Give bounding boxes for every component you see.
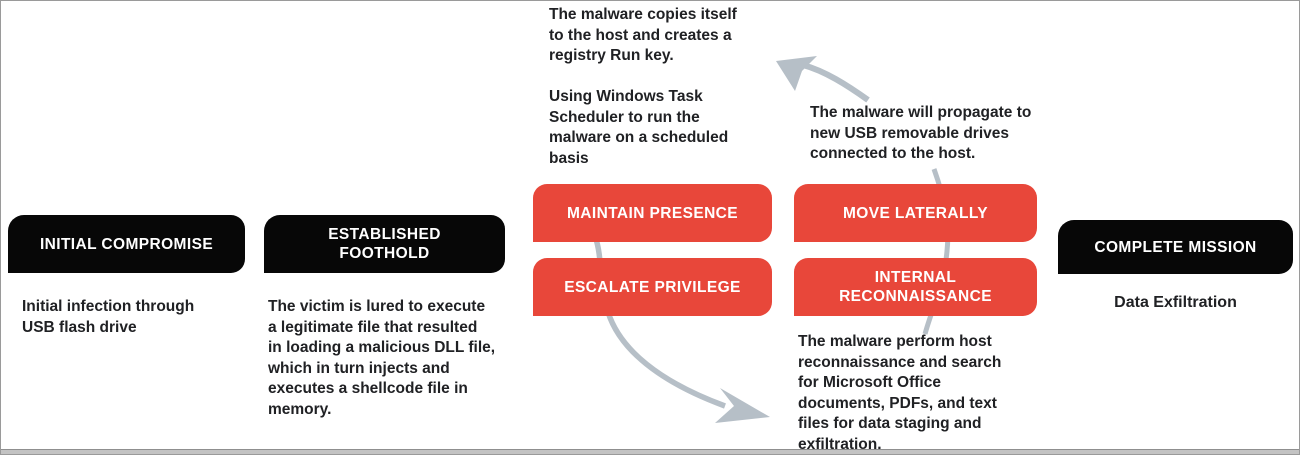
stage-maintain-presence: MAINTAIN PRESENCE <box>533 184 772 242</box>
stage-complete-mission: COMPLETE MISSION <box>1058 220 1293 274</box>
stage-escalate-privilege: ESCALATE PRIVILEGE <box>533 258 772 316</box>
stage-label: INTERNAL RECONNAISSANCE <box>839 269 992 305</box>
stage-label: MAINTAIN PRESENCE <box>567 204 738 222</box>
stage-label: COMPLETE MISSION <box>1094 238 1257 256</box>
initial-compromise-description: Initial infection through USB flash driv… <box>22 298 195 336</box>
stage-established-foothold: ESTABLISHED FOOTHOLD <box>264 215 505 273</box>
stage-label: ESCALATE PRIVILEGE <box>564 278 741 296</box>
stage-move-laterally: MOVE LATERALLY <box>794 184 1037 242</box>
established-foothold-description: The victim is lured to execute a legitim… <box>268 298 496 418</box>
stage-label: MOVE LATERALLY <box>842 204 989 222</box>
stage-label: ESTABLISHED FOOTHOLD <box>328 226 441 262</box>
move-laterally-description: The malware will propagate to new USB re… <box>810 104 1032 162</box>
stage-initial-compromise: INITIAL COMPROMISE <box>8 215 245 273</box>
cycle-return-arrow-up-left <box>776 56 870 103</box>
complete-mission-description: Data Exfiltration <box>1114 294 1237 311</box>
stage-label: INITIAL COMPROMISE <box>39 235 214 253</box>
window-bottom-border <box>1 449 1299 454</box>
internal-reconnaissance-description: The malware perform host reconnaissance … <box>798 333 1002 453</box>
maintain-presence-description: The malware copies itself to the host an… <box>549 6 737 167</box>
stage-internal-reconnaissance: INTERNAL RECONNAISSANCE <box>794 258 1037 316</box>
